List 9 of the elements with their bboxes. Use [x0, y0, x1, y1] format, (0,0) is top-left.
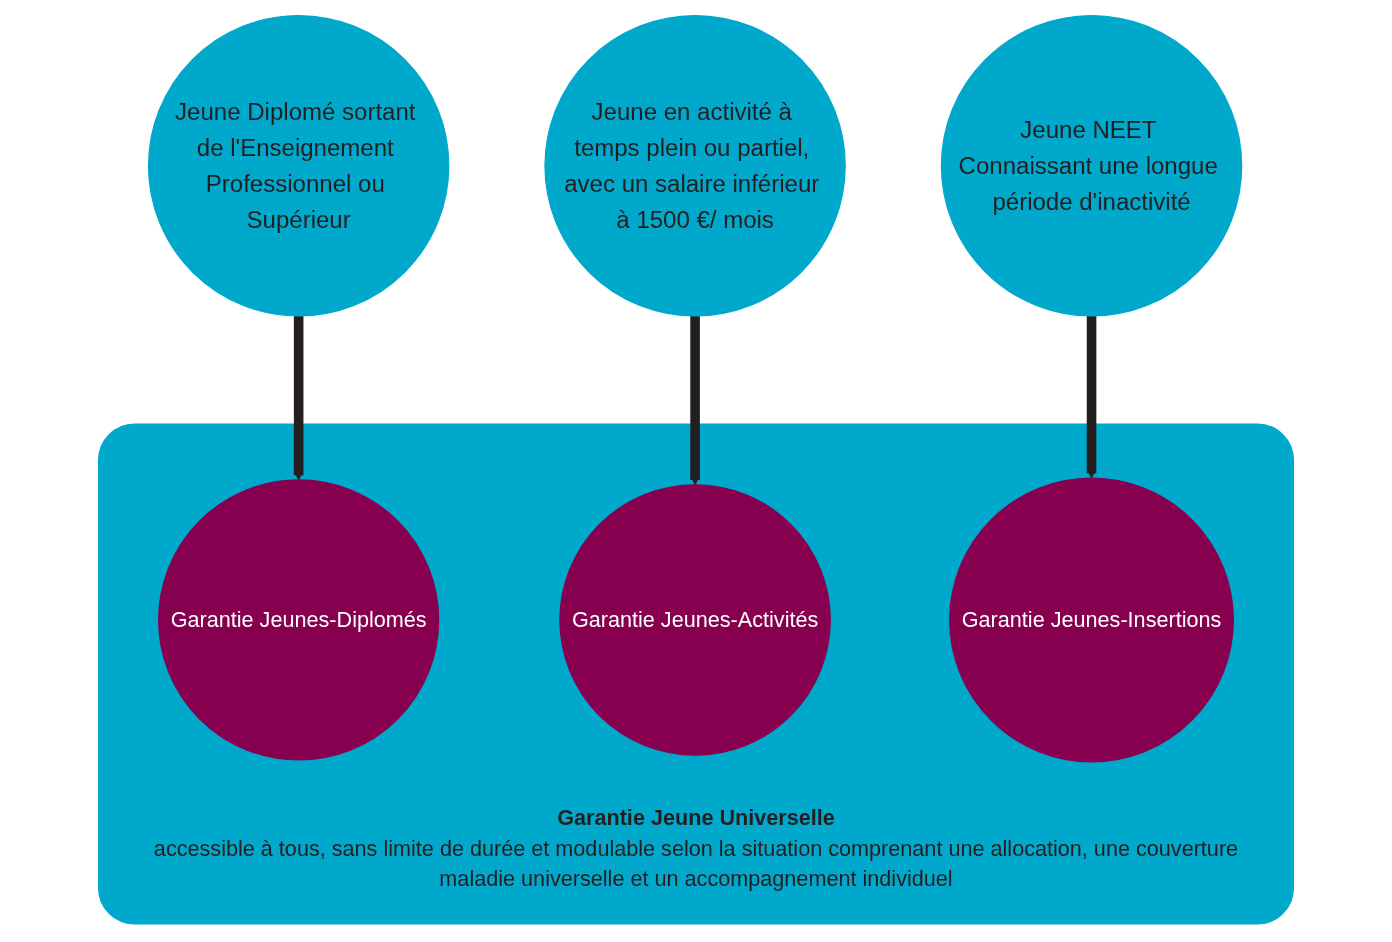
node-circle: Garantie Jeunes-Insertions	[949, 477, 1234, 763]
arrow	[689, 315, 701, 486]
node-circle: Jeune en activité à temps plein ou partiel, avec un salaire inférieur à 1500 €/ mois	[544, 15, 846, 317]
node-circle: Garantie Jeunes-Activités	[559, 484, 831, 756]
node-circle: Garantie Jeunes-Diplomés	[158, 479, 440, 761]
arrow	[293, 315, 304, 481]
node-circle: Jeune Diplomé sortant de l'Enseignement Professionnel ou Supérieur	[147, 15, 450, 317]
arrow	[1086, 315, 1097, 479]
node-circle: Jeune NEET Connaissant une longue période d'inactivité	[940, 15, 1243, 317]
